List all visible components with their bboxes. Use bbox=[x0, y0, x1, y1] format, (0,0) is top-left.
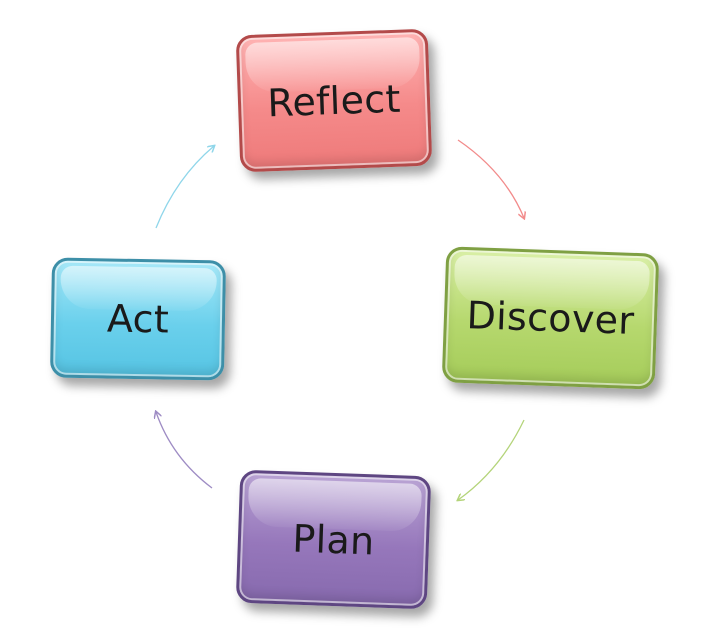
arrow-plan-to-act bbox=[156, 412, 213, 489]
node-reflect-label: Reflect bbox=[266, 76, 402, 125]
node-act-label: Act bbox=[106, 296, 170, 342]
node-plan-label: Plan bbox=[291, 516, 376, 563]
arrow-act-to-reflect bbox=[155, 146, 214, 229]
node-discover: Discover bbox=[441, 246, 660, 390]
node-plan: Plan bbox=[235, 469, 432, 610]
arrow-reflect-to-discover bbox=[457, 139, 524, 218]
node-reflect: Reflect bbox=[235, 28, 433, 173]
node-act: Act bbox=[49, 257, 227, 381]
node-discover-label: Discover bbox=[465, 293, 636, 343]
arrow-discover-to-plan bbox=[458, 419, 525, 500]
